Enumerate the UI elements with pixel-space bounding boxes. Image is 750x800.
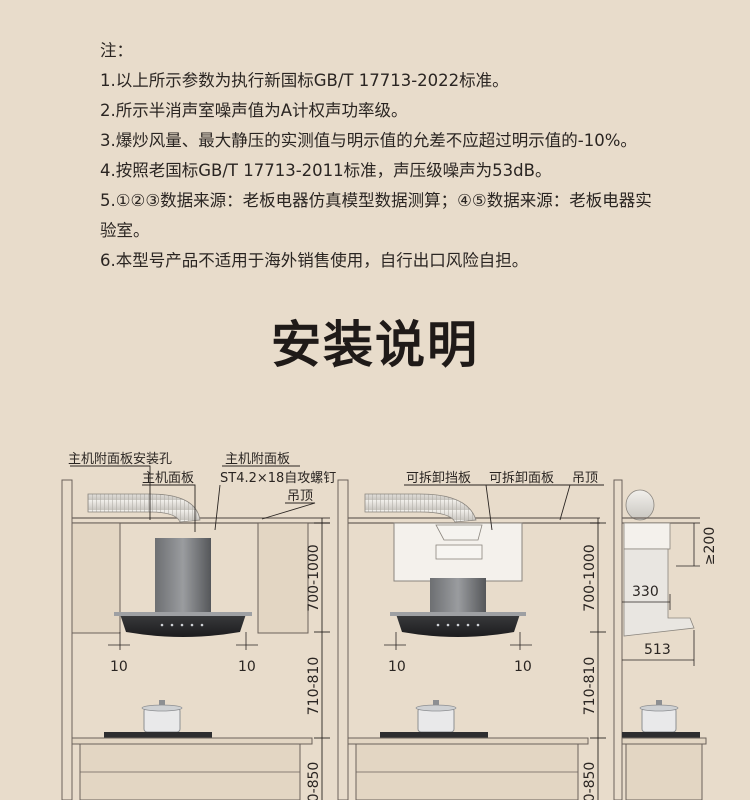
pot-middle — [415, 700, 457, 733]
pot — [141, 700, 183, 733]
hood-chimney — [155, 538, 211, 614]
dim-min-gap: ≥200 — [702, 527, 718, 565]
cooktop-middle — [380, 732, 488, 738]
note-line-6: 6.本型号产品不适用于海外销售使用，自行出口风险自担。 — [100, 251, 529, 270]
label-ceiling-middle: 吊顶 — [572, 471, 598, 486]
dim-depth-top: 330 — [632, 584, 659, 600]
note-line-1: 1.以上所示参数为执行新国标GB/T 17713-2022标准。 — [100, 71, 509, 90]
countertop — [71, 737, 313, 745]
dim-height-bottom-middle: 0-850 — [582, 762, 598, 800]
dim-left-gap-left: 10 — [110, 659, 128, 675]
note-line-3: 3.爆炒风量、最大静压的实测值与明示值的允差不应超过明示值的-10%。 — [100, 131, 637, 150]
label-removable-panel: 可拆卸面板 — [489, 470, 554, 486]
right-side-panel: ≥200 330 513 — [613, 479, 718, 800]
dim-right-gap-left: 10 — [238, 659, 256, 675]
notes-heading: 注： — [100, 41, 133, 60]
countertop-middle — [347, 737, 589, 745]
dim-height-bottom-left: 0-850 — [306, 762, 322, 800]
left-wall — [61, 479, 73, 800]
notes-block: 注： 1.以上所示参数为执行新国标GB/T 17713-2022标准。 2.所示… — [100, 36, 720, 276]
exhaust-duct — [87, 493, 201, 523]
note-line-5-cont: 验室。 — [100, 221, 150, 240]
dim-right-gap-middle: 10 — [514, 659, 532, 675]
hood-side — [623, 548, 695, 637]
label-ceiling-left: 吊顶 — [287, 489, 313, 504]
label-screw: ST4.2×18自攻螺钉 — [220, 471, 336, 486]
label-aux-panel: 主机附面板 — [225, 452, 290, 467]
wall-cabinet-left — [71, 522, 121, 634]
pot-side — [639, 700, 679, 733]
section-title: 安装说明 — [271, 316, 479, 374]
hood-chimney-middle — [430, 578, 486, 614]
dim-height-top-left: 700-1000 — [306, 544, 322, 611]
label-main-panel: 主机面板 — [142, 471, 194, 486]
label-mount-hole: 主机附面板安装孔 — [68, 452, 172, 467]
middle-install-panel: 可拆卸挡板 可拆卸面板 吊顶 700-1000 710-810 0-850 10… — [347, 470, 606, 800]
dim-left-gap-middle: 10 — [388, 659, 406, 675]
label-removable-baffle: 可拆卸挡板 — [406, 470, 471, 486]
cooktop — [104, 732, 212, 738]
dim-depth-bottom: 513 — [644, 642, 671, 658]
dim-height-mid-left: 710-810 — [306, 657, 322, 716]
side-wall — [613, 479, 623, 800]
wall-cabinet-right — [257, 522, 309, 634]
dim-height-mid-middle: 710-810 — [582, 657, 598, 716]
dim-height-top-middle: 700-1000 — [582, 544, 598, 611]
duct-section — [625, 489, 655, 521]
left-install-panel: 主机附面板安装孔 主机面板 主机附面板 ST4.2×18自攻螺钉 吊顶 700-… — [61, 452, 349, 800]
note-line-2: 2.所示半消声室噪声值为A计权声功率级。 — [100, 101, 408, 120]
note-line-4: 4.按照老国标GB/T 17713-2011标准，声压级噪声为53dB。 — [100, 161, 552, 180]
exhaust-duct-middle — [364, 493, 477, 523]
note-line-5: 5.①②③数据来源：老板电器仿真模型数据测算；④⑤数据来源：老板电器实 — [100, 191, 652, 210]
